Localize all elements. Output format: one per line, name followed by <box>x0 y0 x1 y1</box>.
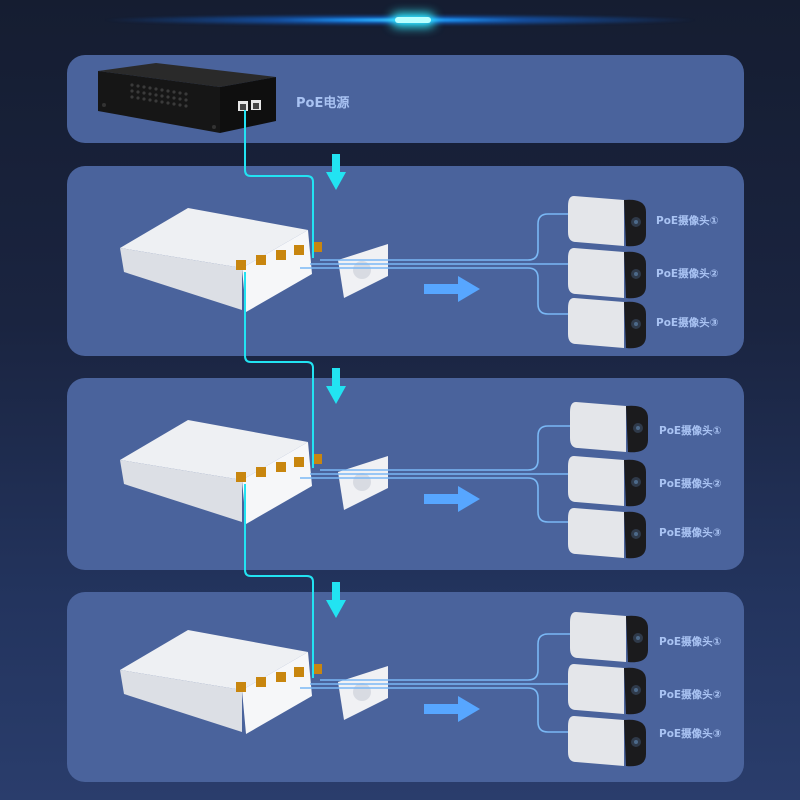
poe-camera-icon <box>568 456 646 507</box>
camera-label: PoE摄像头③ <box>659 728 722 740</box>
poe-camera-icon <box>568 196 646 247</box>
arrow-down-icon <box>326 368 346 404</box>
arrow-down-icon <box>326 154 346 190</box>
camera-label: PoE摄像头② <box>659 478 722 490</box>
poe-camera-icon <box>568 248 646 299</box>
arrow-right-icon <box>424 486 480 512</box>
camera-label: PoE摄像头① <box>656 215 719 227</box>
poe-switch-icon <box>120 630 388 734</box>
poe-camera-icon <box>568 664 646 715</box>
poe-camera-icon <box>568 716 646 767</box>
poe-camera-icon <box>570 402 648 453</box>
power-supply-label: PoE电源 <box>296 96 350 111</box>
camera-label: PoE摄像头③ <box>659 527 722 539</box>
poe-power-supply-icon <box>98 63 276 133</box>
poe-camera-icon <box>568 508 646 559</box>
poe-camera-icon <box>570 612 648 663</box>
arrow-right-icon <box>424 696 480 722</box>
camera-label: PoE摄像头① <box>659 425 722 437</box>
arrow-down-icon <box>326 582 346 618</box>
poe-switch-icon <box>120 420 388 524</box>
camera-label: PoE摄像头③ <box>656 317 719 329</box>
camera-label: PoE摄像头② <box>656 268 719 280</box>
header-light-core <box>395 17 431 23</box>
arrow-right-icon <box>424 276 480 302</box>
poe-camera-icon <box>568 298 646 349</box>
camera-label: PoE摄像头② <box>659 689 722 701</box>
poe-switch-icon <box>120 208 388 312</box>
camera-label: PoE摄像头① <box>659 636 722 648</box>
